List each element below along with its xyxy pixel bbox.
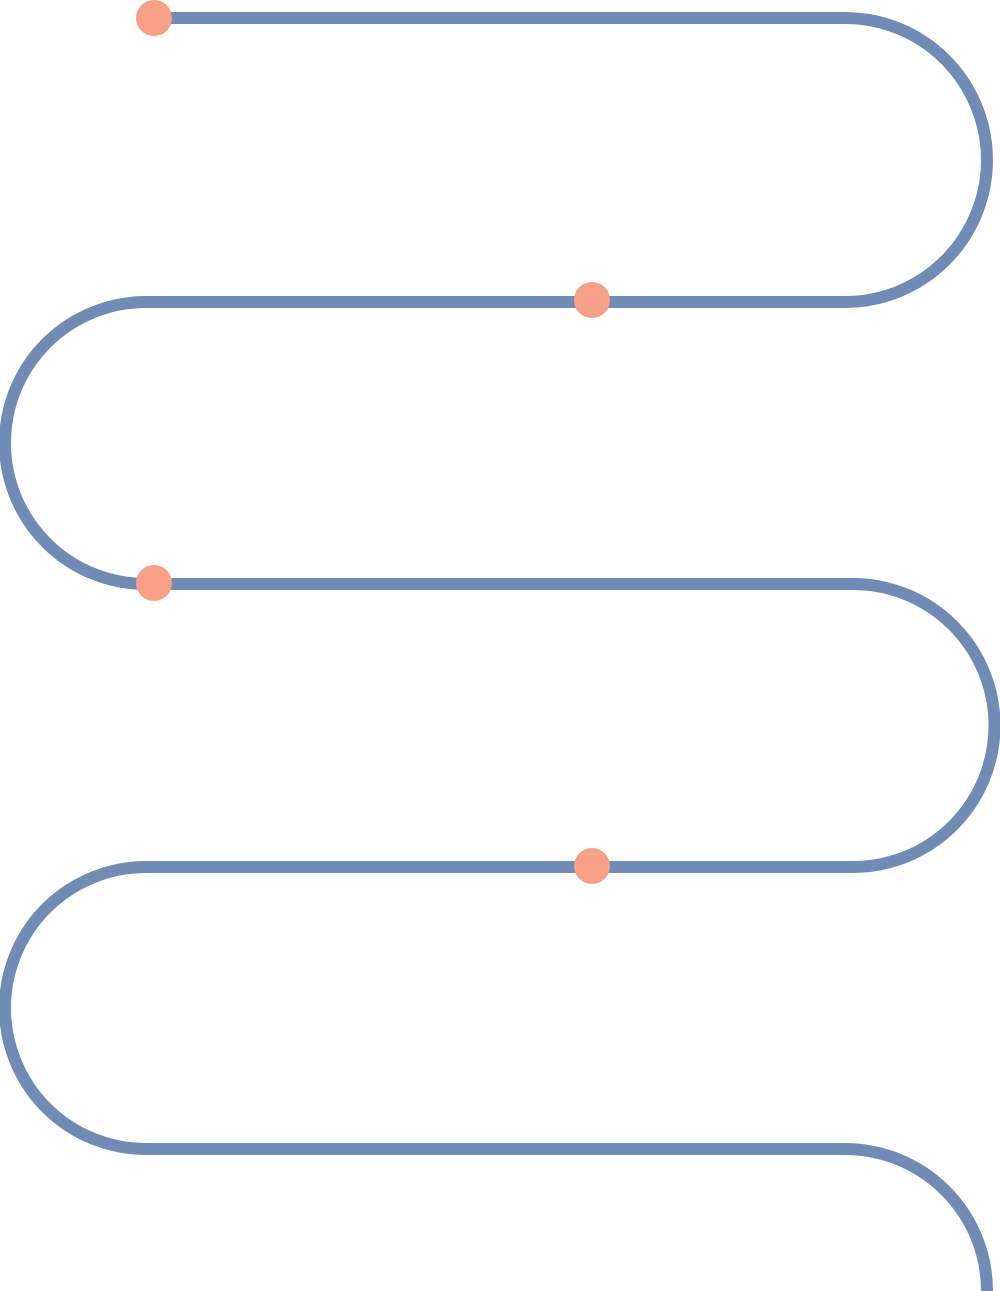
timeline-node-2 <box>574 282 610 318</box>
timeline-node-4 <box>574 848 610 884</box>
timeline-path <box>0 12 1000 1291</box>
timeline-node-1 <box>136 0 172 36</box>
timeline-node-3 <box>136 565 172 601</box>
